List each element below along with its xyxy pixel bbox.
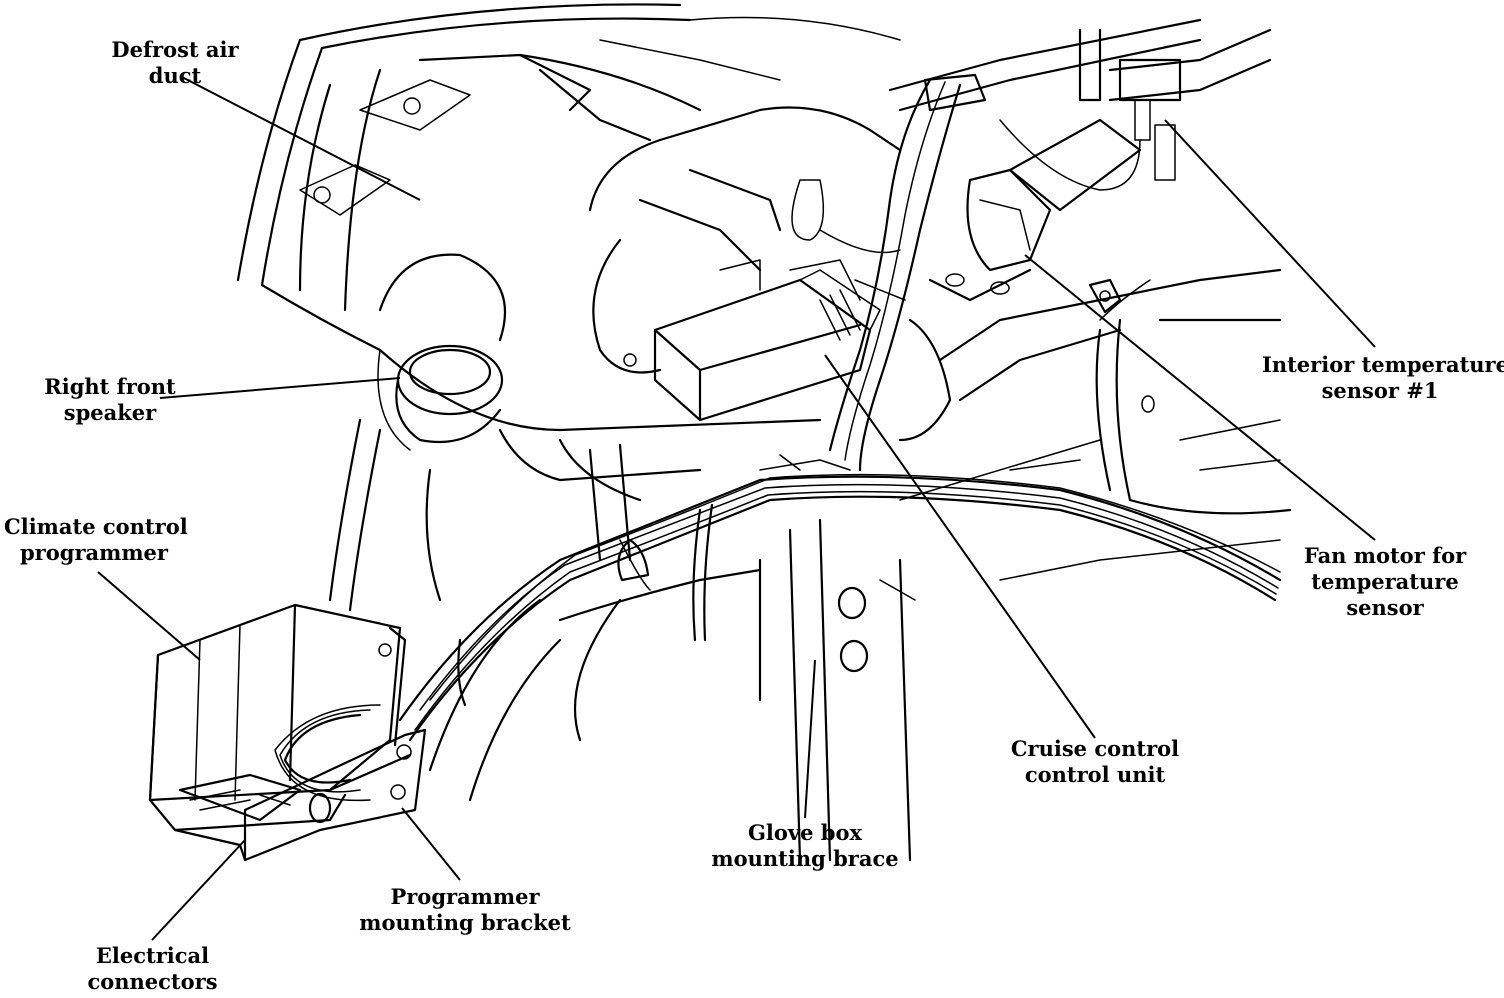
leader-climate-control-programmer — [97, 571, 201, 661]
label-interior-temperature-sensor-line-2: sensor #1 — [1321, 378, 1439, 403]
label-defrost-air-duct-line-2: duct — [148, 63, 202, 88]
cruise-control-unit-art — [653, 259, 881, 422]
label-fan-motor-for-temperature-sensor: Fan motor for temperature sensor — [1290, 543, 1480, 621]
climate-control-programmer-art — [148, 603, 407, 832]
label-glove-box-mounting-brace-line-1: Glove box — [747, 820, 862, 845]
label-glove-box-mounting-brace-line-2: mounting brace — [711, 846, 899, 871]
leader-cruise-control-control-unit — [824, 354, 1096, 739]
label-right-front-speaker-line-1: Right front — [44, 374, 176, 399]
label-programmer-mounting-bracket-line-2: mounting bracket — [359, 910, 571, 935]
label-right-front-speaker: Right front speaker — [25, 374, 195, 426]
electrical-connectors-art — [178, 704, 381, 822]
label-defrost-air-duct: Defrost air duct — [80, 37, 270, 89]
label-climate-control-programmer-line-1: Climate control — [4, 514, 188, 539]
main-harness-art — [398, 454, 1282, 742]
label-defrost-air-duct-line-1: Defrost air — [111, 37, 239, 62]
label-cruise-control-control-unit: Cruise control control unit — [1000, 736, 1190, 788]
label-programmer-mounting-bracket-line-1: Programmer — [390, 884, 540, 909]
label-fan-motor-line-2: temperature — [1311, 569, 1459, 594]
leader-glove-box-mounting-brace — [804, 659, 816, 819]
leader-defrost-air-duct — [179, 75, 421, 201]
label-electrical-connectors-line-1: Electrical — [95, 943, 210, 968]
label-fan-motor-line-3: sensor — [1346, 595, 1424, 620]
label-cruise-control-control-unit-line-2: control unit — [1024, 762, 1166, 787]
label-electrical-connectors-line-2: connectors — [87, 969, 218, 994]
defrost-air-duct-art — [236, 3, 901, 352]
right-front-speaker-art — [377, 253, 507, 451]
label-electrical-connectors: Electrical connectors — [70, 943, 235, 995]
leader-lines — [97, 75, 1376, 941]
label-interior-temperature-sensor-1: Interior temperature sensor #1 — [1262, 352, 1504, 404]
label-glove-box-mounting-brace: Glove box mounting brace — [705, 820, 905, 872]
label-climate-control-programmer: Climate control programmer — [4, 514, 188, 566]
label-fan-motor-line-1: Fan motor for — [1303, 543, 1467, 568]
label-right-front-speaker-line-2: speaker — [63, 400, 157, 425]
upper-harness-art — [791, 73, 987, 472]
leader-electrical-connectors — [151, 839, 246, 941]
dash-structure-art — [328, 106, 912, 862]
label-programmer-mounting-bracket: Programmer mounting bracket — [355, 884, 575, 936]
interior-temperature-sensor-art — [888, 18, 1272, 191]
label-cruise-control-control-unit-line-1: Cruise control — [1010, 736, 1180, 761]
leader-programmer-mounting-bracket — [401, 807, 461, 881]
leader-right-front-speaker — [159, 377, 401, 399]
leader-interior-temperature-sensor — [1164, 119, 1376, 348]
label-climate-control-programmer-line-2: programmer — [20, 540, 168, 565]
glovebox-frame-art — [879, 268, 1292, 601]
leader-fan-motor — [1024, 254, 1376, 541]
label-interior-temperature-sensor-line-1: Interior temperature — [1262, 352, 1504, 377]
fan-motor-art — [928, 118, 1142, 314]
